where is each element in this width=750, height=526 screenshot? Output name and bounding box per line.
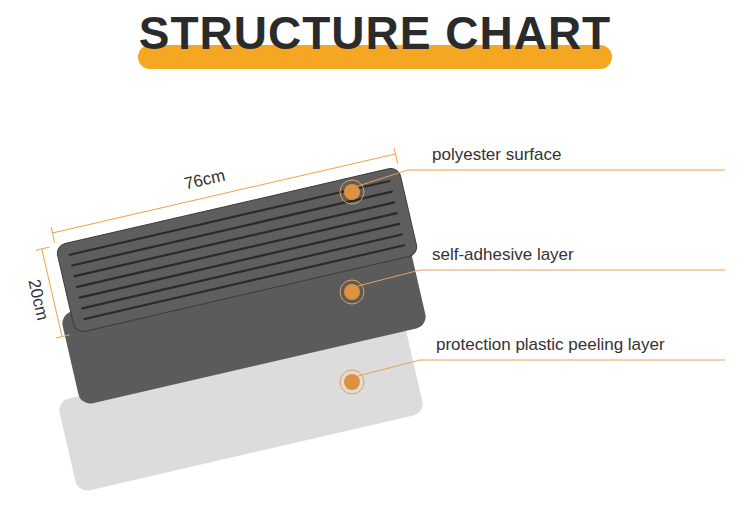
callout-leaders xyxy=(358,170,725,376)
polyester-mat xyxy=(32,148,419,338)
dimension-label: 20cm xyxy=(24,277,53,322)
layer-label: protection plastic peeling layer xyxy=(436,335,665,355)
layer-label: polyester surface xyxy=(432,145,561,165)
dimension-label: 76cm xyxy=(182,166,227,195)
callout-dots xyxy=(340,180,364,394)
layer-label: self-adhesive layer xyxy=(432,245,574,265)
chart-title: STRUCTURE CHART xyxy=(0,6,750,60)
length-dimension-line xyxy=(52,154,395,233)
